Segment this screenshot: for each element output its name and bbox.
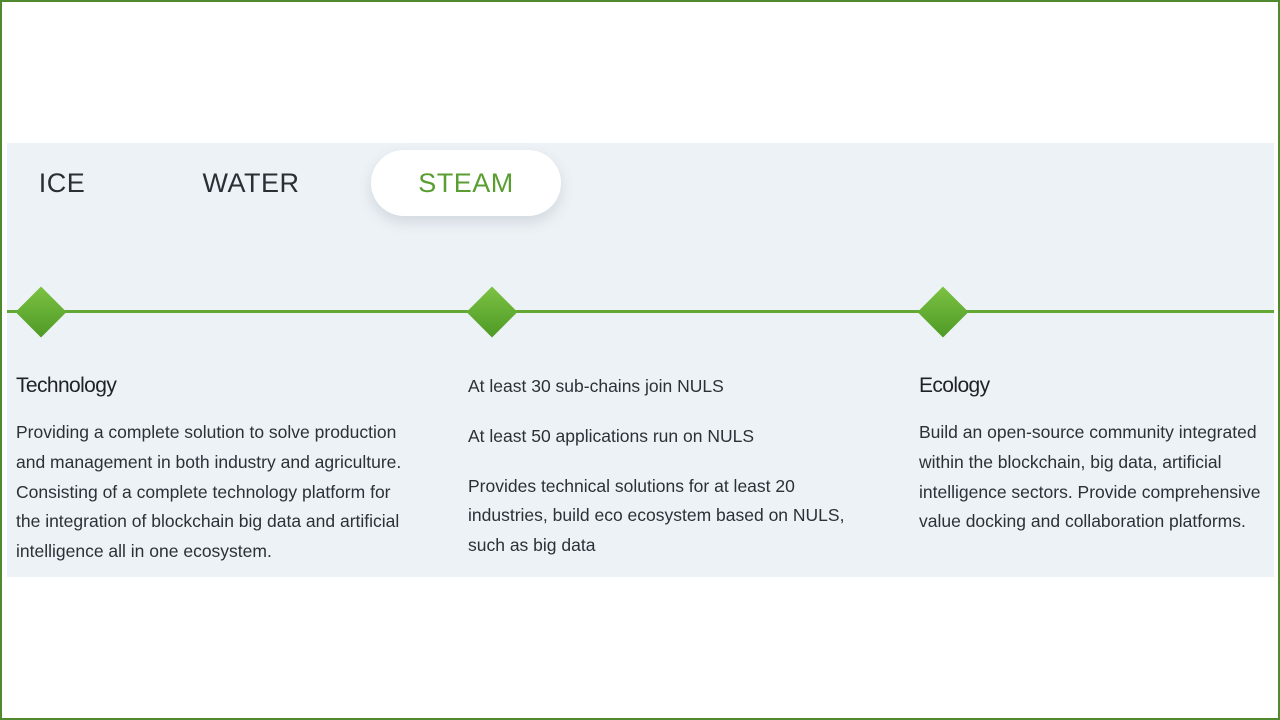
milestone-item: Provides technical solutions for at leas…: [468, 475, 845, 556]
timeline-line: [7, 310, 1274, 313]
technology-description: Providing a complete solution to solve p…: [16, 422, 402, 562]
milestone-item: At least 50 applications run on NULS: [468, 425, 754, 446]
ecology-description: Build an open-source community integrate…: [919, 422, 1261, 532]
tab-steam[interactable]: STEAM: [371, 150, 561, 216]
technology-column: Technology Providing a complete solution…: [16, 372, 416, 567]
ecology-column: Ecology Build an open-source community i…: [919, 372, 1269, 537]
milestone-item: At least 30 sub-chains join NULS: [468, 376, 724, 396]
tab-water[interactable]: WATER: [202, 167, 300, 198]
ecology-heading: Ecology: [919, 374, 990, 397]
technology-heading: Technology: [16, 374, 117, 397]
milestones-column: At least 30 sub-chains join NULS At leas…: [468, 372, 868, 581]
roadmap-panel: [7, 143, 1274, 577]
tab-ice[interactable]: ICE: [38, 167, 86, 198]
